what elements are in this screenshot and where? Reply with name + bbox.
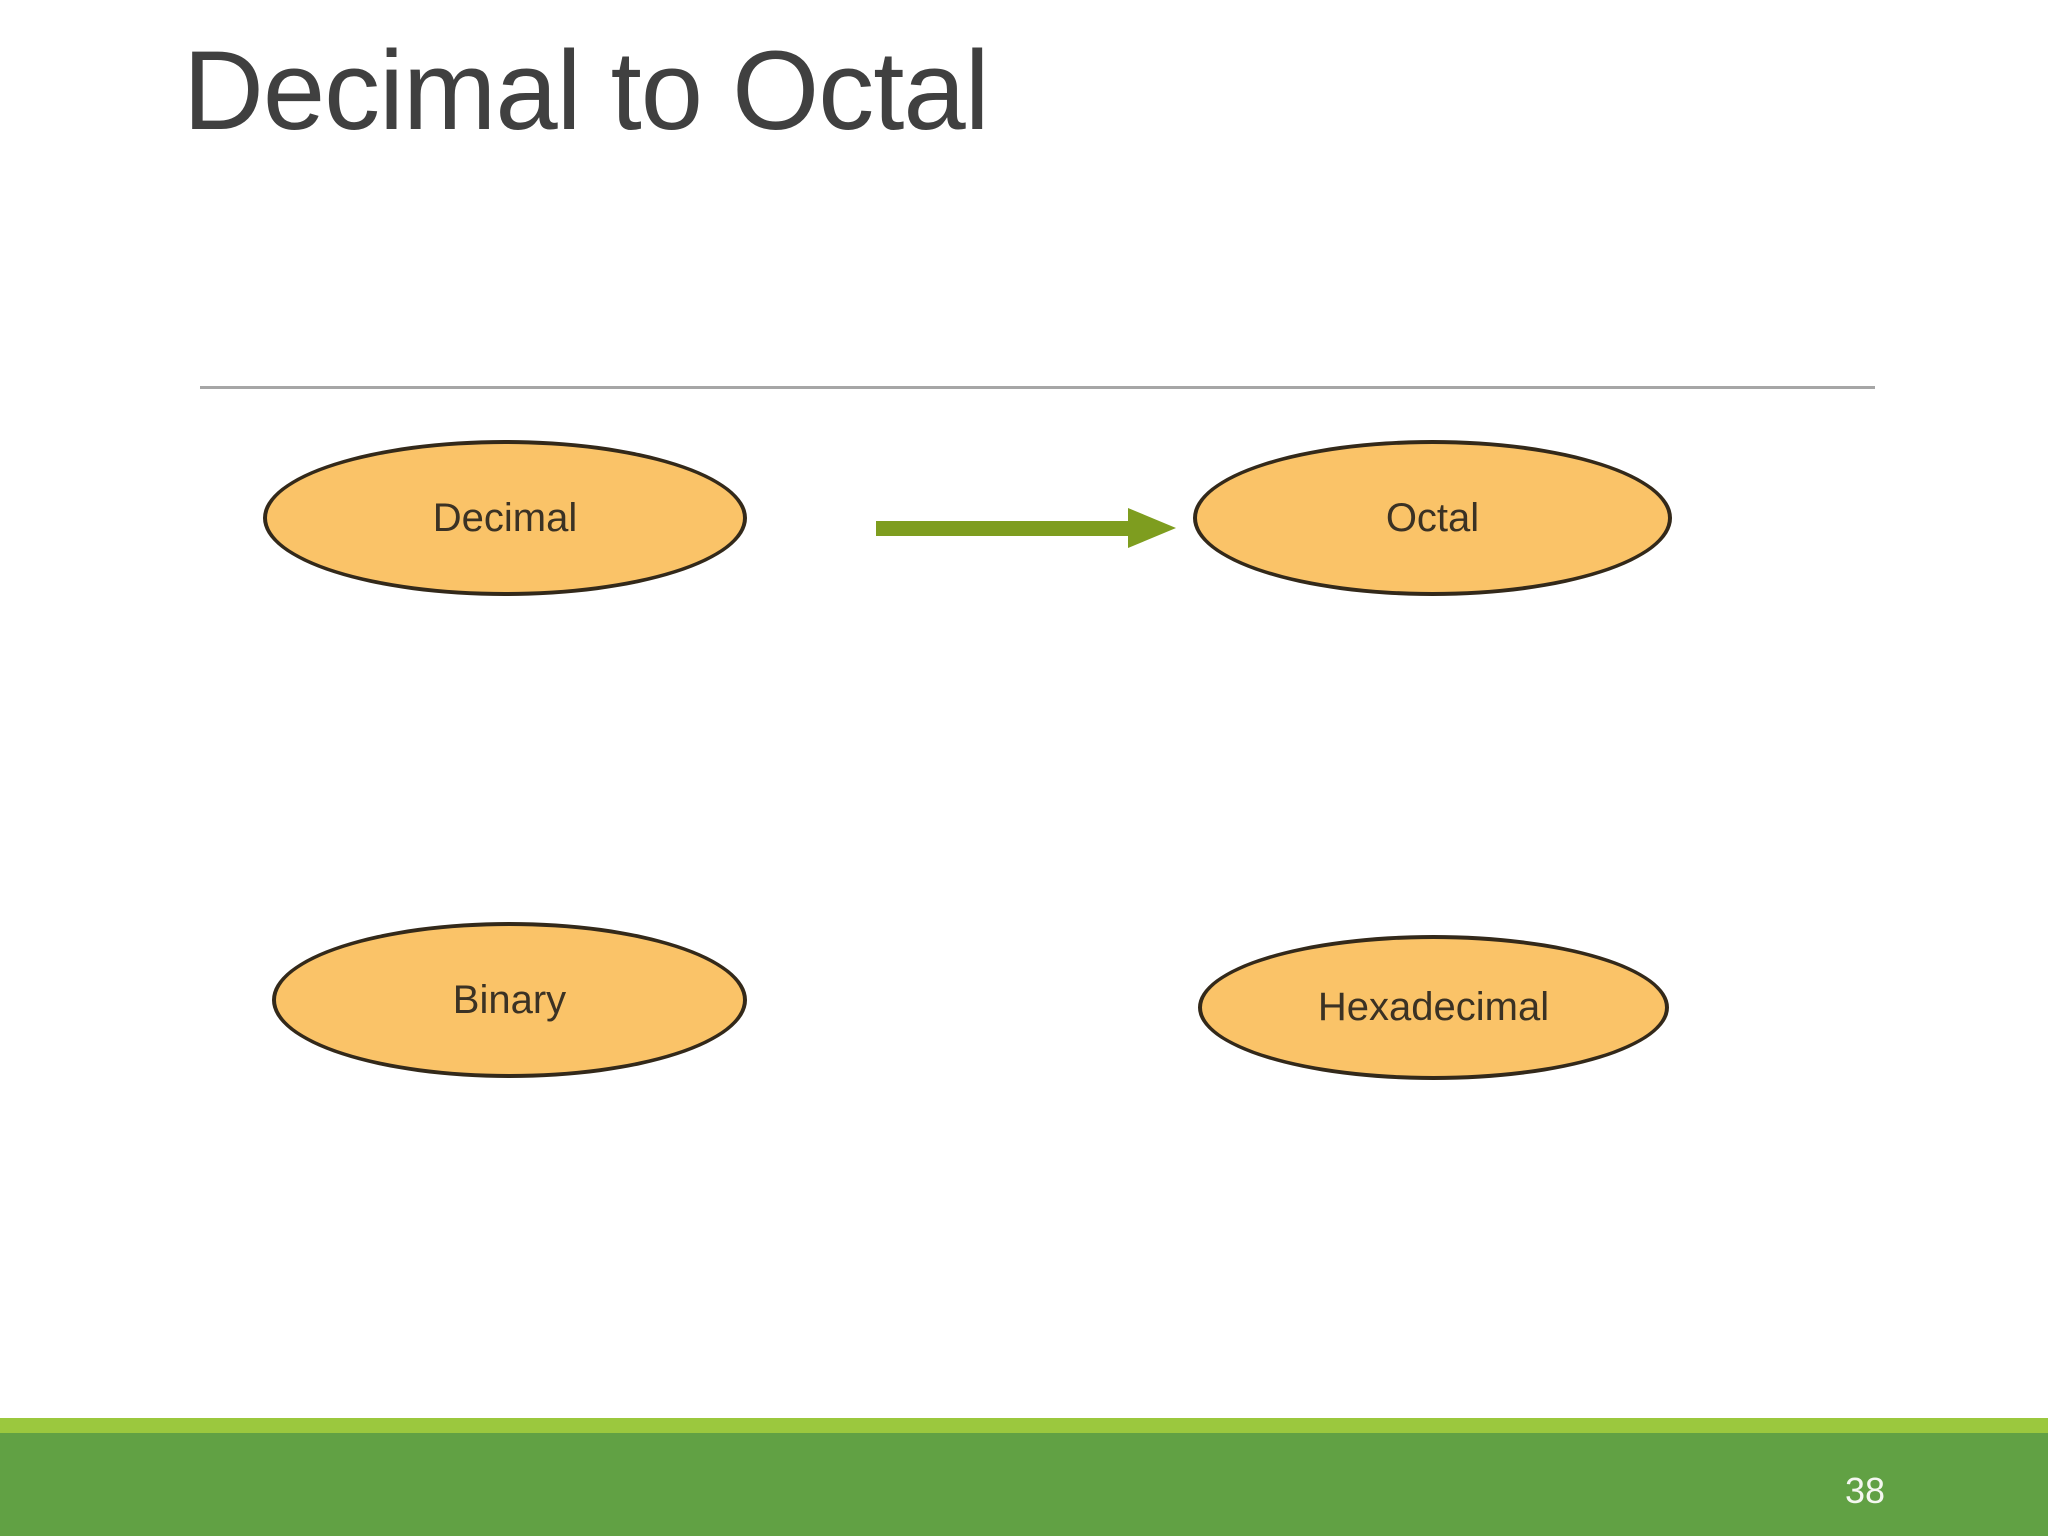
page-number: 38 [1845,1470,1886,1511]
node-binary-label: Binary [452,977,567,1022]
arrow-decimal-to-octal [876,500,1176,556]
node-binary: Binary [272,922,747,1078]
node-decimal-label: Decimal [432,495,578,540]
node-octal: Octal [1193,440,1672,596]
title-divider-line [200,386,1875,389]
footer-bar [0,1433,2048,1536]
node-decimal: Decimal [263,440,747,596]
node-hexadecimal: Hexadecimal [1198,935,1669,1080]
footer-accent-stripe [0,1418,2048,1433]
node-octal-label: Octal [1385,495,1480,540]
node-hexadecimal-label: Hexadecimal [1317,985,1550,1029]
right-arrow-icon [876,508,1176,548]
slide-title: Decimal to Octal [183,28,990,153]
